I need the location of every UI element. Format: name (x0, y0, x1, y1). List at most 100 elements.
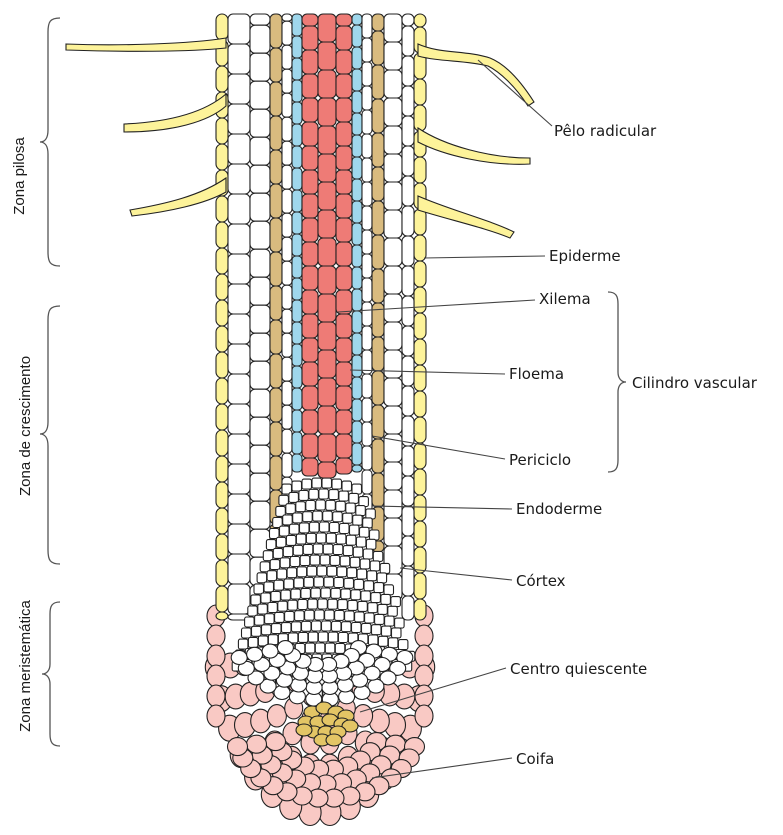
cortex-cell (402, 116, 414, 146)
cortex-cell (250, 361, 270, 389)
cortex-cell (402, 176, 414, 206)
cortex-cell (250, 305, 270, 333)
cortex-cell (250, 193, 270, 221)
cortex-cell (228, 284, 250, 314)
epidermis-cell (216, 274, 228, 300)
meristem-cell (311, 588, 321, 598)
xylem-cell (302, 338, 318, 362)
meristem-cell (328, 632, 338, 642)
cortex-cell (384, 322, 402, 350)
meristem-cell (315, 643, 325, 653)
cortex-cell (250, 277, 270, 305)
xylem-cell (302, 362, 318, 386)
epidermis-cell (414, 443, 426, 469)
meristem-cell (328, 599, 338, 609)
pericycle-cell (282, 189, 292, 213)
meristem-cell (252, 626, 262, 636)
xylem-cell (302, 434, 318, 458)
meristem-cell (254, 584, 264, 594)
pericycle-cell (362, 206, 372, 230)
epidermis-cell (414, 417, 426, 443)
cortex-cell (250, 25, 270, 53)
meristem-cell (316, 500, 326, 510)
cortex-cell (384, 238, 402, 266)
endodermis-cell (372, 269, 384, 303)
pericycle-cell (282, 117, 292, 141)
epidermis-cell (414, 313, 426, 339)
meristem-cell (277, 569, 287, 579)
cortex-cell (228, 164, 250, 194)
meristem-cell (282, 623, 292, 633)
phloem-cell (292, 278, 302, 300)
endodermis-cell (372, 167, 384, 201)
xylem-cell (318, 42, 336, 70)
meristem-cell (285, 611, 295, 621)
cortex-cell (402, 236, 414, 266)
meristem-cell (335, 610, 345, 620)
xylem-cell (336, 386, 352, 410)
xylem-cell (336, 314, 352, 338)
cortex-cell (384, 350, 402, 378)
cortex-cell (250, 473, 270, 501)
meristem-cell (360, 527, 370, 537)
label-cortex: Córtex (516, 572, 566, 590)
phloem-cell (352, 14, 362, 25)
endodermis-cell (372, 201, 384, 235)
phloem-cell (292, 256, 302, 278)
meristem-cell (351, 590, 361, 600)
cortex-cell (250, 53, 270, 81)
epidermis-cell (414, 599, 426, 620)
epidermis-cell (414, 79, 426, 105)
xylem-cell (318, 462, 336, 478)
meristem-cell (262, 625, 272, 635)
pericycle-cell (362, 14, 372, 38)
cortex-cell (402, 476, 414, 506)
pericycle-cell (282, 141, 292, 165)
xylem-cell (318, 14, 336, 42)
cortex-cell (384, 154, 402, 182)
meristem-cell (361, 591, 371, 601)
label-periciclo: Periciclo (509, 451, 571, 469)
xylem-cell (336, 434, 352, 458)
meristem-cell (310, 555, 320, 565)
meristem-cell (380, 563, 390, 573)
epidermis-cell (216, 612, 228, 620)
cortex-cell (250, 109, 270, 137)
meristem-cell (287, 568, 297, 578)
root-hair-left-1 (66, 38, 226, 51)
endodermis-cell (372, 337, 384, 371)
meristem-cell (356, 537, 366, 547)
cortex-cell (402, 14, 414, 26)
xylem-cell (302, 14, 318, 26)
endodermis-cell (372, 133, 384, 167)
meristem-cell (303, 512, 313, 522)
phloem-cell (352, 377, 362, 399)
cortex-cell (384, 378, 402, 406)
meristem-cell (286, 504, 296, 514)
cortex-cell (384, 210, 402, 238)
meristem-cell (283, 515, 293, 525)
meristem-cell (377, 573, 387, 583)
meristem-cell (398, 640, 408, 650)
phloem-cell (352, 69, 362, 91)
meristem-cell (395, 618, 405, 628)
meristem-cell (381, 594, 391, 604)
pericycle-cell (282, 21, 292, 45)
cortex-cell (402, 56, 414, 86)
epidermis-cell (216, 378, 228, 404)
meristem-cell (309, 489, 319, 499)
cortex-cell (228, 434, 250, 464)
meristem-cell (332, 621, 342, 631)
xylem-cell (318, 322, 336, 350)
meristem-cell (294, 578, 304, 588)
cortex-cell (384, 462, 402, 490)
meristem-cell (378, 604, 388, 614)
phloem-cell (292, 168, 302, 190)
meristem-cell (329, 490, 339, 500)
meristem-cell (333, 512, 343, 522)
meristem-cell (248, 637, 258, 647)
xylem-cell (302, 218, 318, 242)
meristem-cell (231, 651, 247, 665)
cortex-cell (228, 344, 250, 374)
cortex-cell (402, 86, 414, 116)
